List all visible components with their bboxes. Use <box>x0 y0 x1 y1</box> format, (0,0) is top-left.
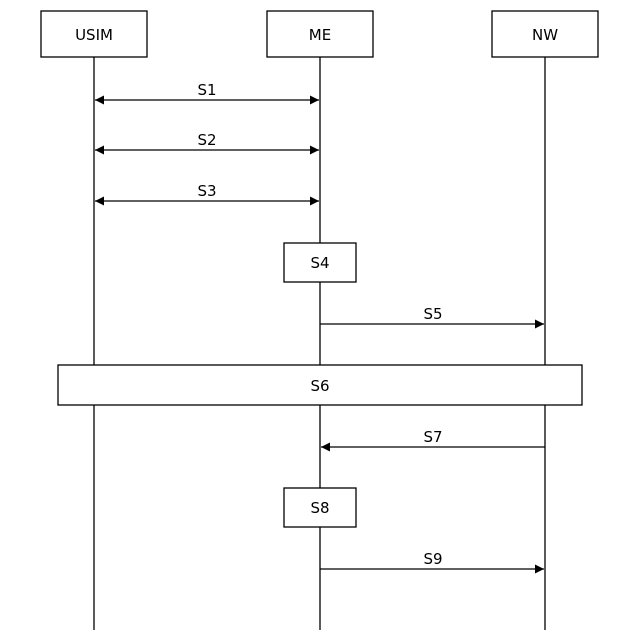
message-s2-label: S2 <box>197 131 216 149</box>
message-s5-label: S5 <box>423 305 442 323</box>
message-s7-label: S7 <box>423 428 442 446</box>
process-s6-label: S6 <box>310 377 329 395</box>
message-s9: S9 <box>320 550 544 569</box>
participant-me-label: ME <box>309 26 331 44</box>
participant-me: ME <box>267 11 373 57</box>
process-s4: S4 <box>284 243 356 282</box>
process-s8-label: S8 <box>310 499 329 517</box>
message-s1: S1 <box>95 81 319 100</box>
process-s8: S8 <box>284 488 356 527</box>
message-s9-label: S9 <box>423 550 442 568</box>
message-s3: S3 <box>95 182 319 201</box>
participant-nw-label: NW <box>532 26 558 44</box>
message-s5: S5 <box>320 305 544 324</box>
message-s3-label: S3 <box>197 182 216 200</box>
process-s4-label: S4 <box>310 254 329 272</box>
process-s6: S6 <box>58 365 582 405</box>
message-s1-label: S1 <box>197 81 216 99</box>
message-s7: S7 <box>321 428 545 447</box>
participant-usim: USIM <box>41 11 147 57</box>
participant-nw: NW <box>492 11 598 57</box>
message-s2: S2 <box>95 131 319 150</box>
participant-usim-label: USIM <box>75 26 113 44</box>
